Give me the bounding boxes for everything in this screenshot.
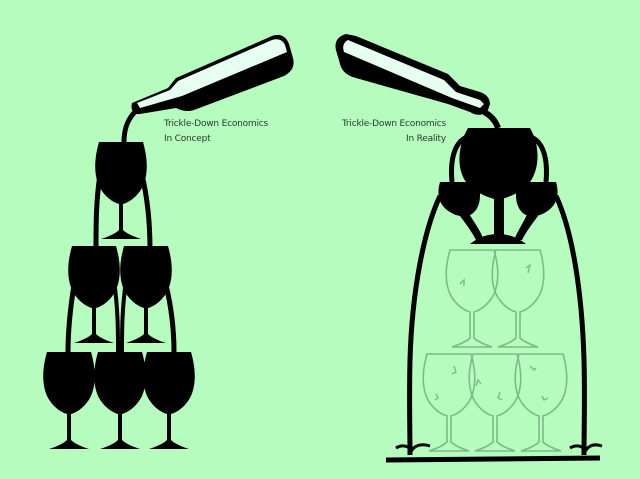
left-pour-stream bbox=[121, 108, 139, 143]
right-glass-row3-empty bbox=[422, 353, 568, 452]
right-table-line bbox=[385, 455, 601, 463]
caption-right-line2: In Reality bbox=[406, 134, 446, 144]
right-glass-row2-empty bbox=[445, 249, 545, 348]
caption-in-concept: Trickle-Down Economics In Concept bbox=[164, 117, 268, 147]
right-drip-left bbox=[407, 194, 443, 456]
right-glass-top-left bbox=[438, 182, 484, 240]
caption-left-line1: Trickle-Down Economics bbox=[164, 119, 269, 129]
caption-left-line2: In Concept bbox=[164, 134, 211, 144]
caption-in-reality: Trickle-Down Economics In Reality bbox=[300, 117, 446, 147]
right-glass-top-center bbox=[459, 128, 538, 200]
left-glass-row1 bbox=[95, 142, 147, 239]
right-glass-top-right bbox=[514, 182, 558, 240]
right-drip-right bbox=[553, 194, 587, 456]
caption-right-line1: Trickle-Down Economics bbox=[341, 119, 446, 129]
right-bottle bbox=[335, 34, 490, 115]
left-bottle bbox=[131, 34, 294, 115]
left-glass-row2 bbox=[68, 246, 172, 343]
left-glass-row3 bbox=[43, 352, 195, 449]
